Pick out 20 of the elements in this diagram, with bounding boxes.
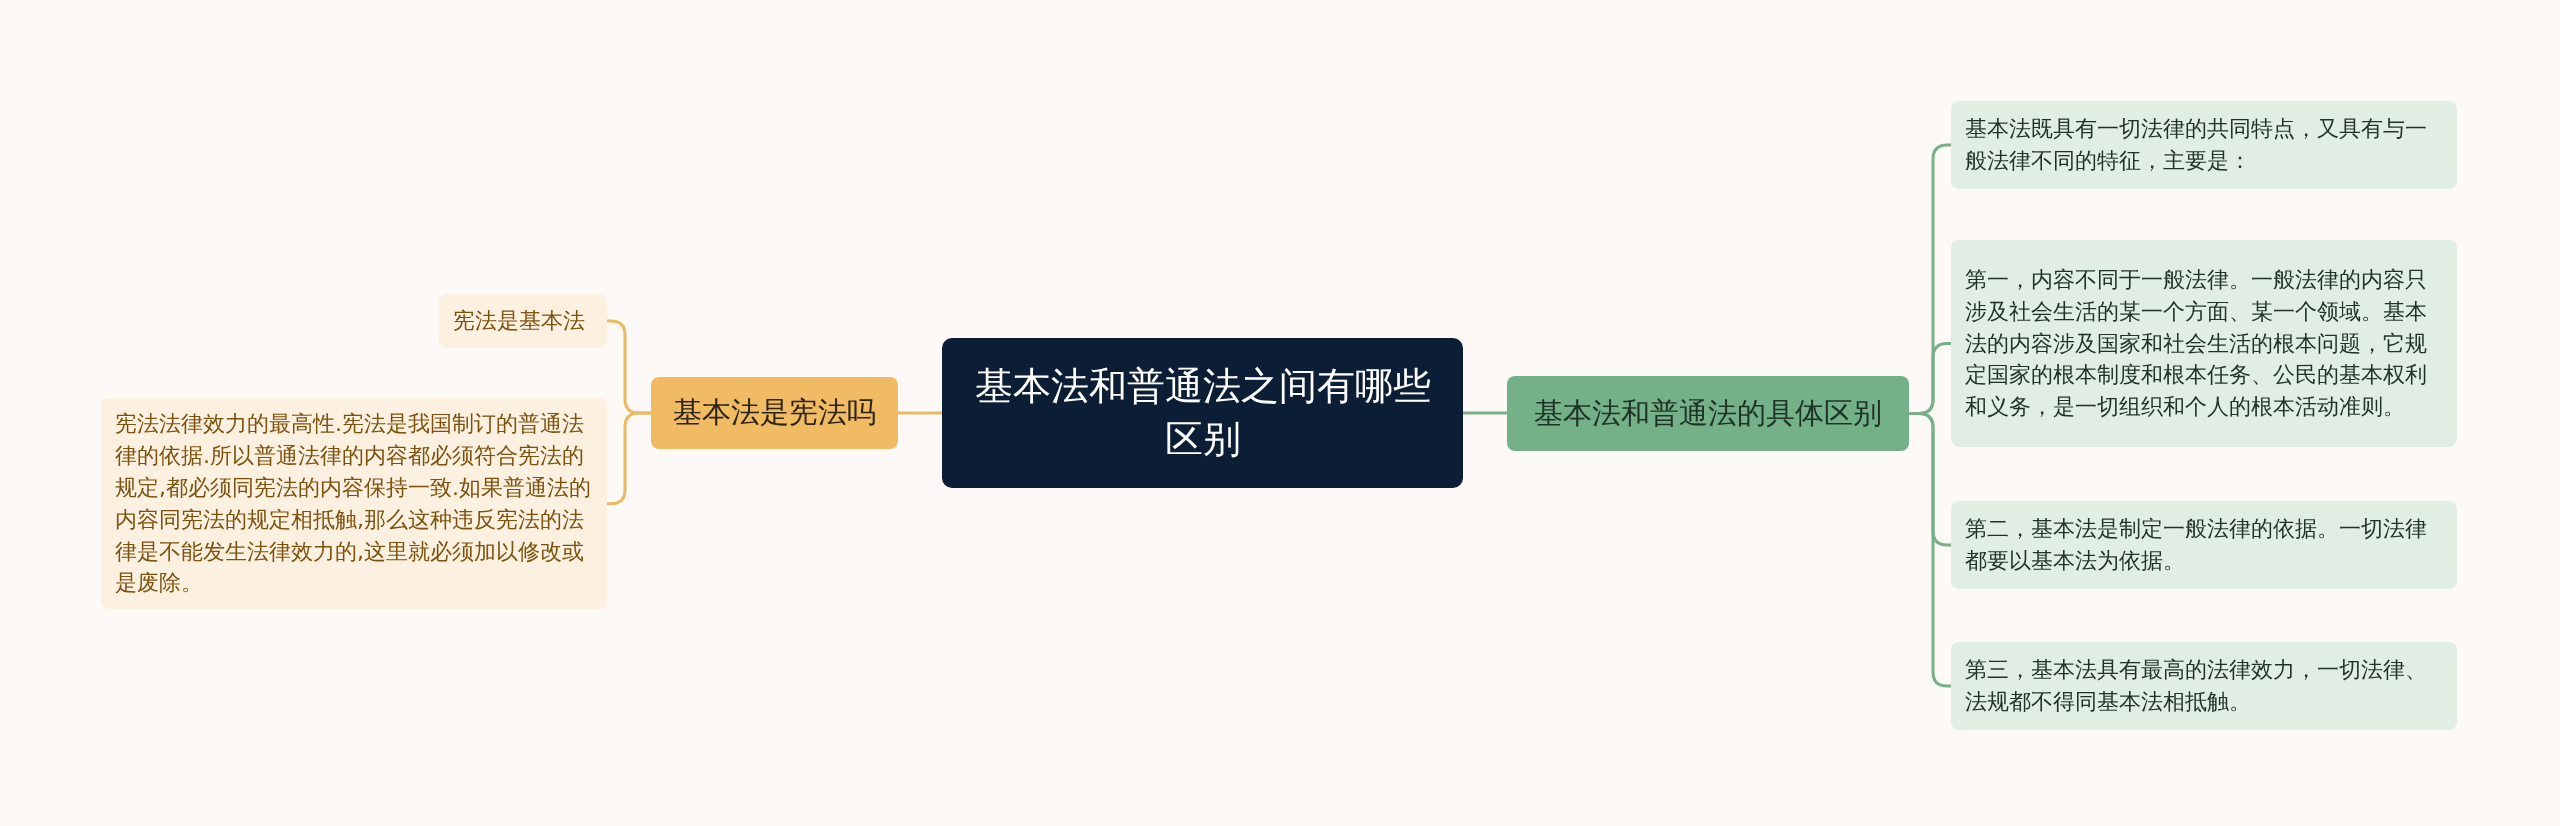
subtopic-box: [1951, 101, 2457, 189]
topic-text: 基本法是宪法吗: [673, 394, 876, 431]
topic-text: 第三，基本法具有最高的法律效力，一切法律、法规都不得同基本法相抵触。: [1965, 656, 2428, 716]
topic-text: 宪法是基本法: [453, 307, 585, 336]
connector-line: [898, 411, 942, 415]
connector-line: [1463, 411, 1507, 415]
topic-text: 基本法既具有一切法律的共同特点，又具有与一般法律不同的特征，主要是：: [1965, 115, 2428, 175]
topic-text: 宪法法律效力的最高性.宪法是我国制订的普通法律的依据.所以普通法律的内容都必须符合宪法的规定,都必须同宪法的内容保持一致.如果普通法的内容同宪法的规定相抵触,那么这种违反宪法的法律是不能发生法律效力的,这里就必须加以修改或是废除。: [115, 410, 592, 598]
subtopic-box: [101, 398, 607, 610]
branch-topic-box: [651, 377, 898, 449]
subtopic-box: [1951, 642, 2457, 730]
subtopic-box: [1951, 240, 2457, 447]
topic-text: 第二，基本法是制定一般法律的依据。一切法律都要以基本法为依据。: [1965, 515, 2428, 575]
branch-topic-box: [1507, 376, 1909, 451]
topic-text: 基本法和普通法之间有哪些区别: [973, 362, 1432, 463]
subtopic-box: [1951, 501, 2457, 589]
topic-text: 第一，内容不同于一般法律。一般法律的内容只涉及社会生活的某一个方面、某一个领域。基本法的内容涉及国家和社会生活的根本问题，它规定国家的根本制度和根本任务、公民的基本权利和义务，是一切组织和个人的根本活动准则。: [1965, 265, 2428, 422]
central-topic-box: [942, 338, 1463, 488]
subtopic-box: [439, 294, 607, 348]
topic-text: 基本法和普通法的具体区别: [1534, 394, 1882, 432]
